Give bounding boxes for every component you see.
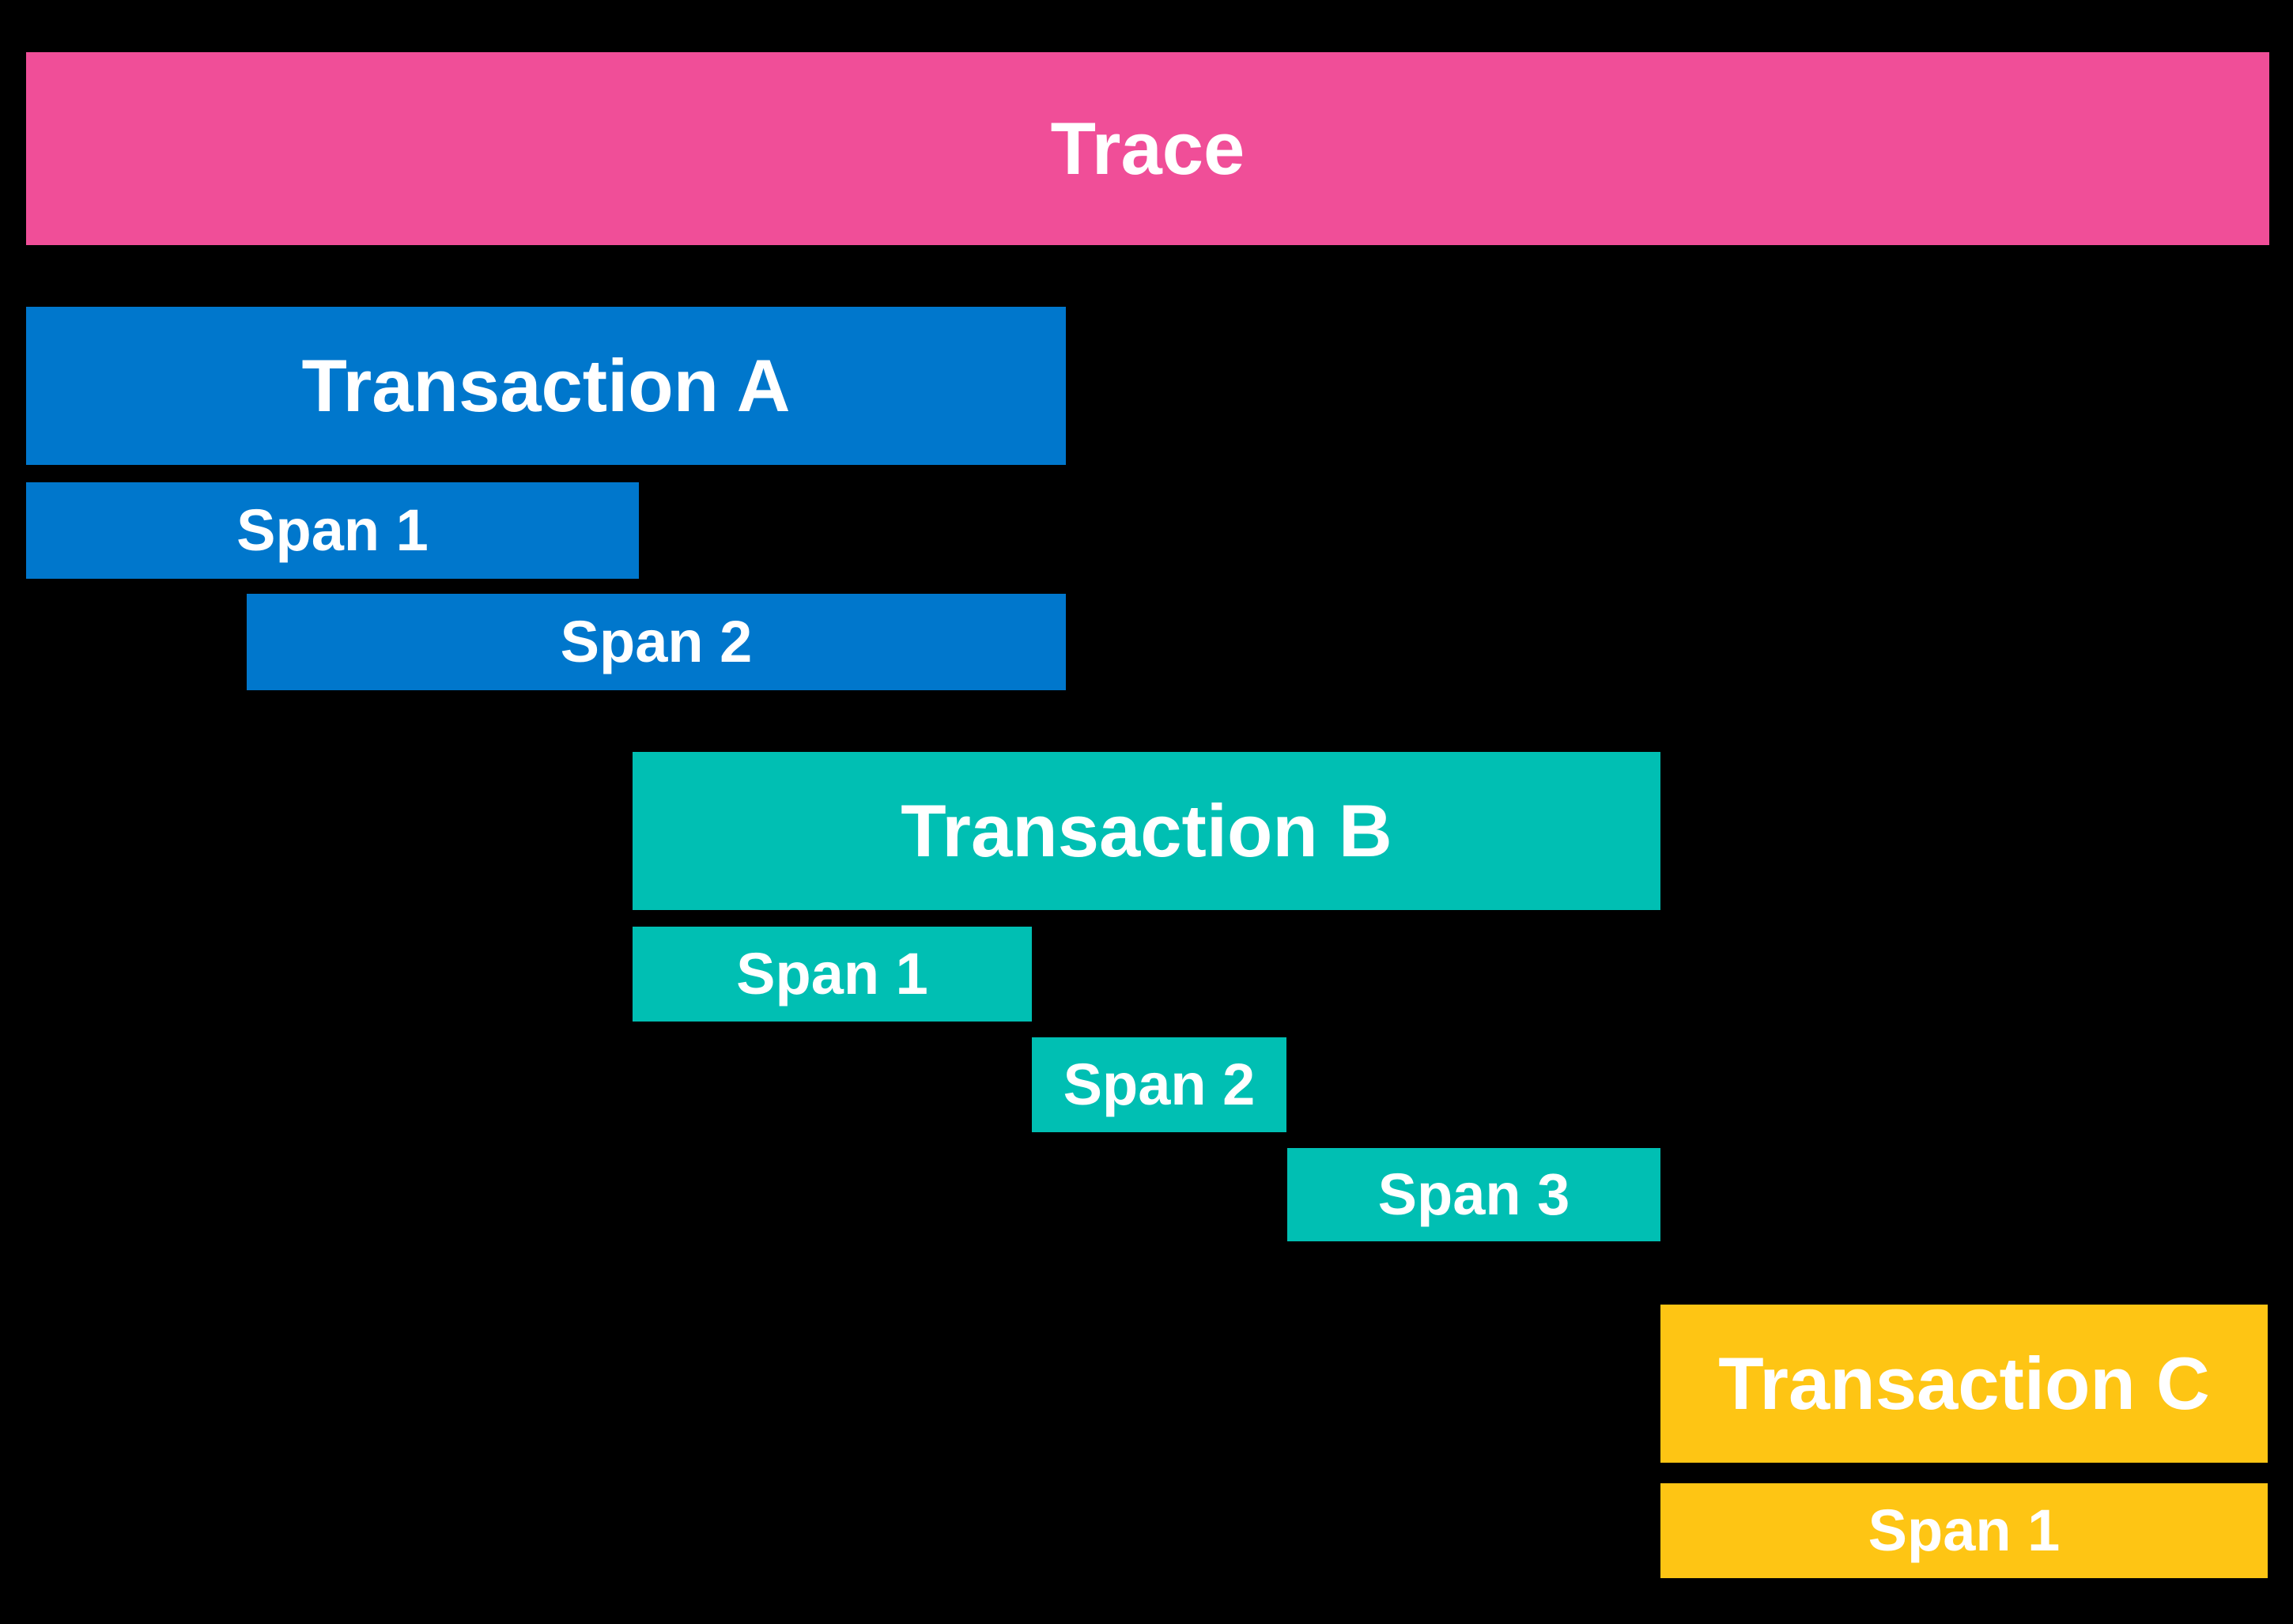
transaction-c-bar: Transaction C: [1660, 1305, 2268, 1463]
transaction-c-span1-label: Span 1: [1868, 1497, 2061, 1563]
transaction-b-span3-bar: Span 3: [1287, 1148, 1660, 1241]
transaction-a-span1-bar: Span 1: [26, 482, 639, 579]
transaction-b-label: Transaction B: [901, 789, 1392, 872]
transaction-b-span3-label: Span 3: [1377, 1161, 1570, 1227]
transaction-a-span2-label: Span 2: [560, 609, 753, 674]
transaction-b-bar: Transaction B: [633, 752, 1660, 910]
transaction-a-bar: Transaction A: [26, 307, 1066, 465]
transaction-b-span2-bar: Span 2: [1032, 1037, 1286, 1132]
transaction-a-span1-label: Span 1: [236, 497, 429, 563]
transaction-c-label: Transaction C: [1718, 1342, 2210, 1425]
trace-bar: Trace: [26, 52, 2269, 245]
transaction-b-span2-label: Span 2: [1063, 1052, 1256, 1117]
transaction-c-span1-bar: Span 1: [1660, 1483, 2268, 1578]
transaction-b-span1-bar: Span 1: [633, 927, 1032, 1022]
transaction-a-label: Transaction A: [301, 344, 791, 427]
trace-label: Trace: [1050, 107, 1245, 190]
transaction-b-span1-label: Span 1: [736, 941, 928, 1007]
transaction-a-span2-bar: Span 2: [247, 594, 1066, 690]
